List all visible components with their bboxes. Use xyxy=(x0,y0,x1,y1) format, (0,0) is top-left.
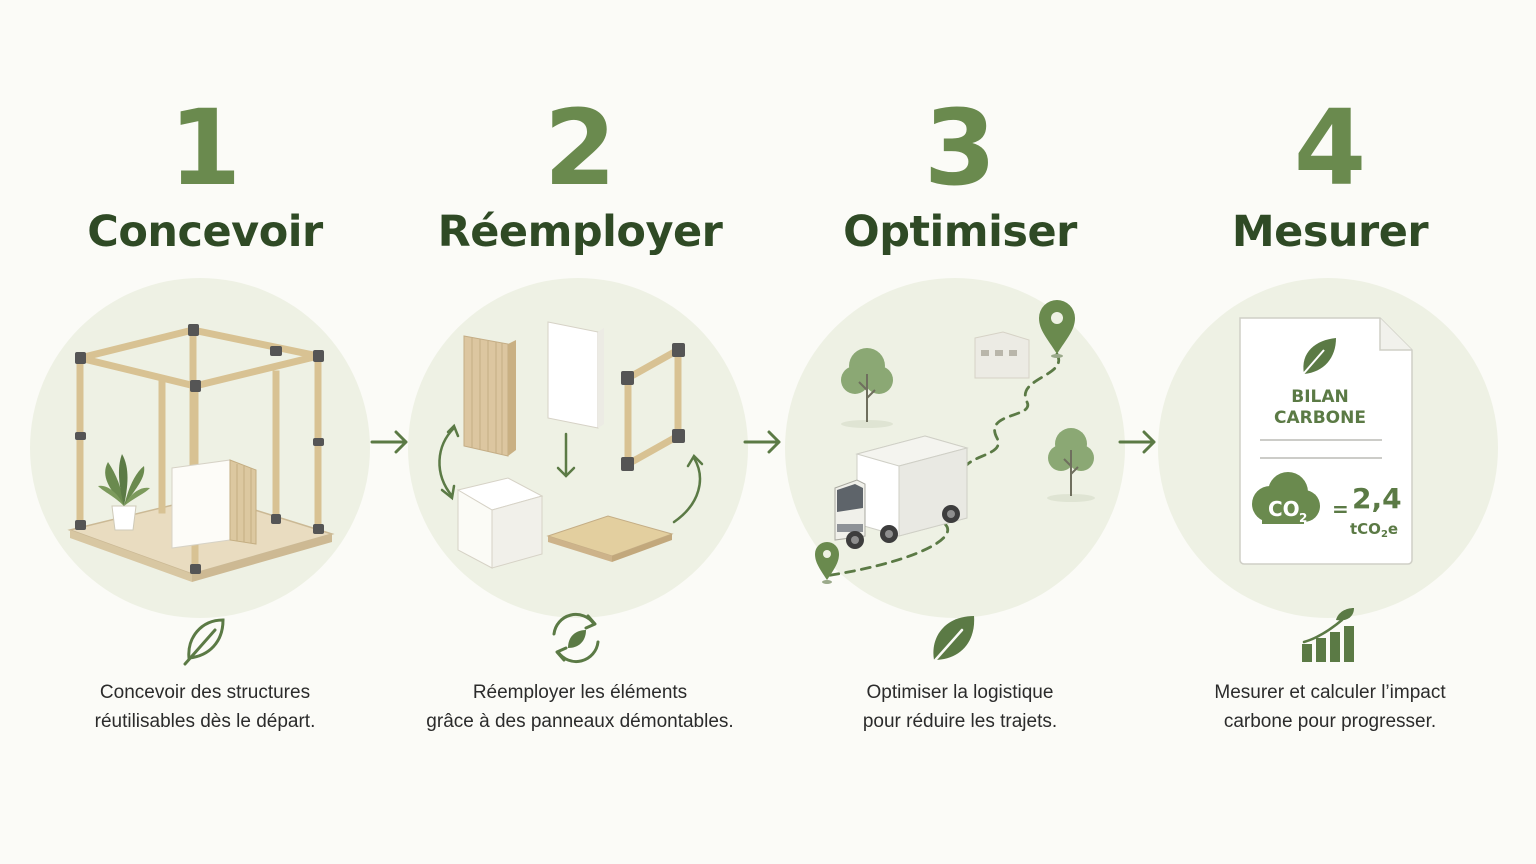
delivery-truck-icon xyxy=(834,435,969,549)
carbon-report-illustration: BILAN CARBONE CO 2 = 2,4 tCO2e xyxy=(1239,317,1413,565)
tree-icon xyxy=(1047,428,1095,502)
map-pin-icon xyxy=(815,542,839,584)
arrow-right-icon xyxy=(743,430,781,454)
map-pin-icon xyxy=(1039,300,1075,358)
step-number: 1 xyxy=(168,87,242,209)
recycle-leaf-icon xyxy=(552,613,600,663)
step-description: Concevoir des structures réutilisables d… xyxy=(94,682,316,732)
logistics-route-illustration xyxy=(815,300,1095,584)
tree-icon xyxy=(841,348,893,428)
step-description: Optimiser la logistique pour réduire les… xyxy=(862,682,1058,732)
illustration-circle xyxy=(408,278,748,618)
modular-frame-illustration xyxy=(67,324,335,582)
step-number: 3 xyxy=(923,87,997,209)
leaf-filled-icon xyxy=(928,616,975,668)
arrow-right-icon xyxy=(370,430,408,454)
step-title: Concevoir xyxy=(87,207,323,257)
leaf-outline-icon xyxy=(183,618,225,666)
carbon-value: 2,4 xyxy=(1352,482,1402,515)
illustration-circle xyxy=(30,278,370,618)
illustration-circle xyxy=(785,278,1125,618)
step-description: Mesurer et calculer l’impact carbone pou… xyxy=(1214,682,1446,732)
carbon-unit: tCO2e xyxy=(1350,520,1398,540)
report-title-line2: CARBONE xyxy=(1274,408,1366,428)
dismountable-panels-illustration xyxy=(438,321,704,569)
building-icon xyxy=(974,331,1030,379)
step-title: Optimiser xyxy=(843,207,1077,257)
equals-sign: = xyxy=(1332,497,1349,521)
arrow-right-icon xyxy=(1118,430,1156,454)
step-number: 2 xyxy=(543,87,617,209)
step-number: 4 xyxy=(1293,87,1367,209)
co2-label: CO xyxy=(1268,497,1300,521)
step-title: Réemployer xyxy=(437,207,723,257)
co2-subscript: 2 xyxy=(1299,511,1307,525)
growth-chart-icon xyxy=(1302,608,1354,662)
step-title: Mesurer xyxy=(1231,207,1429,257)
illustration-circle: BILAN CARBONE CO 2 = 2,4 tCO2e xyxy=(1158,278,1498,618)
report-title-line1: BILAN xyxy=(1291,387,1349,407)
co2-cloud-icon: CO 2 xyxy=(1252,472,1320,525)
step-description: Réemployer les éléments grâce à des pann… xyxy=(426,682,734,732)
